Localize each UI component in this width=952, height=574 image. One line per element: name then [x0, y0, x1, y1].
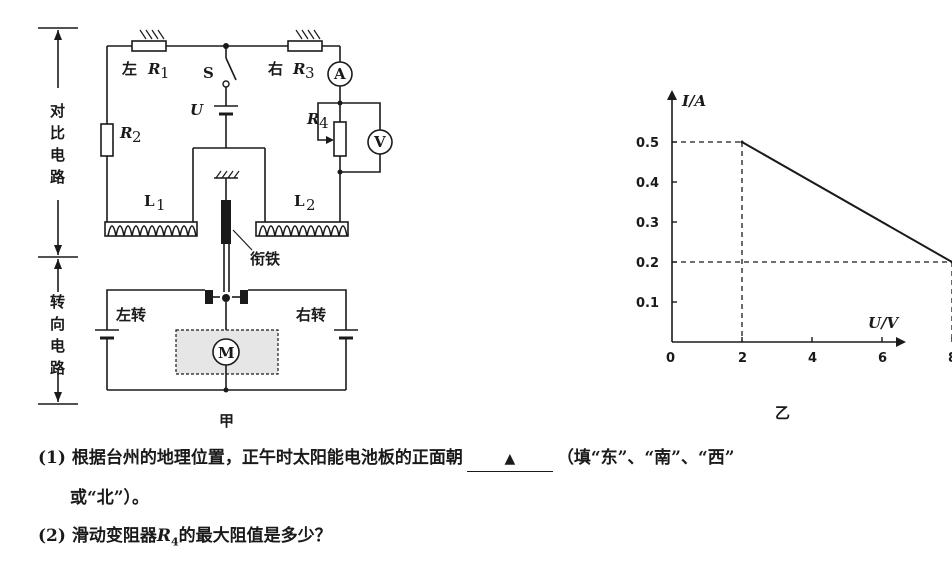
series-line	[741, 141, 952, 263]
photoresistor-r1	[131, 40, 167, 52]
label-r4-sub: 4	[319, 114, 329, 132]
contact-left	[205, 290, 213, 304]
q1-tail: （填“东”、“南”、“西”	[556, 448, 735, 468]
figure-area: 对 比 电 路 转 向 电 路 左 R 1 右 R 3	[38, 27, 952, 430]
q2-post: 的最大阻值是多少？	[178, 526, 332, 546]
y-axis-arrow-icon	[667, 90, 677, 100]
label-r3: R	[292, 60, 305, 78]
y-tick-label: 0.2	[636, 256, 659, 271]
y-axis-label: I/A	[681, 92, 706, 110]
label-r4: R	[306, 110, 319, 128]
label-r3-sub: 3	[305, 64, 315, 82]
x-tick-label: 8	[948, 351, 952, 366]
q1-number: (1)	[38, 448, 66, 468]
y-tick-label: 0.3	[636, 216, 659, 231]
contrast-circuit: 左 R 1 右 R 3 R 2 S U A	[100, 29, 393, 292]
side-bracket: 对 比 电 路 转 向 电 路	[38, 27, 78, 405]
iv-chart: I/A U/V 乙 0 2 4 6 8 0.1 0.2 0.3 0.4 0.5	[636, 90, 952, 422]
coil-l2	[255, 221, 349, 237]
label-motor: M	[218, 344, 235, 362]
label-armature: 衔铁	[250, 250, 280, 268]
resistor-r2	[100, 123, 114, 157]
side-top-char-1: 比	[50, 124, 65, 142]
q2-var: R	[156, 526, 171, 546]
side-bottom-char-0: 转	[50, 293, 65, 311]
question-2: (2) 滑动变阻器R4的最大阻值是多少？	[38, 524, 332, 554]
light-rays-icon	[295, 29, 321, 40]
rheostat-r4	[333, 121, 347, 157]
tick-label-origin: 0	[666, 351, 675, 366]
label-coil-l1-sub: 1	[156, 196, 166, 214]
q1-answer-blank[interactable]: ▲	[466, 446, 553, 472]
photoresistor-r3	[287, 40, 323, 52]
armature	[221, 200, 231, 244]
label-left-prefix: 左	[121, 60, 137, 78]
light-rays-icon	[139, 29, 165, 40]
data-point	[740, 140, 744, 144]
figure-label-yi: 乙	[775, 404, 790, 422]
y-tick-label: 0.4	[636, 176, 659, 191]
label-right-prefix: 右	[268, 60, 283, 78]
q1-continuation: 或“北”）。	[70, 488, 150, 508]
side-bottom-char-2: 电	[50, 337, 65, 355]
coil-l1	[104, 221, 198, 237]
x-axis-arrow-icon	[896, 337, 906, 347]
q2-number: (2)	[38, 526, 66, 546]
y-tick-label: 0.5	[636, 136, 659, 151]
label-ammeter: A	[333, 65, 346, 83]
switch-s	[222, 80, 230, 88]
y-tick-label: 0.1	[636, 296, 659, 311]
q2-pre: 滑动变阻器	[71, 526, 157, 546]
q2-var-sub: 4	[170, 535, 179, 549]
label-turn-right: 右转	[296, 306, 326, 324]
x-tick-label: 2	[738, 351, 747, 366]
label-turn-left: 左转	[115, 306, 146, 324]
label-coil-l1: L	[144, 192, 155, 210]
label-voltmeter: V	[373, 133, 386, 151]
x-tick-label: 4	[808, 351, 817, 366]
hinge-icon	[215, 170, 240, 179]
x-tick-label: 6	[878, 351, 887, 366]
side-top-char-0: 对	[50, 102, 65, 120]
question-1: (1) 根据台州的地理位置，正午时太阳能电池板的正面朝 ▲ （填“东”、“南”、“西…	[38, 446, 735, 472]
q1-blank-marker: ▲	[504, 451, 516, 467]
label-coil-l2: L	[294, 192, 305, 210]
x-axis-label: U/V	[868, 314, 900, 332]
label-r1-sub: 1	[160, 64, 170, 82]
side-top-char-3: 路	[50, 168, 66, 186]
q1-text: 根据台州的地理位置，正午时太阳能电池板的正面朝	[71, 448, 463, 468]
side-bottom-char-3: 路	[50, 359, 66, 377]
label-switch: S	[203, 64, 214, 82]
question-1-cont: 或“北”）。	[70, 486, 149, 510]
label-r1: R	[147, 60, 160, 78]
figure-label-jia: 甲	[219, 412, 234, 430]
turn-circuit: 左转 右转 M 甲	[95, 289, 358, 430]
label-r2: R	[119, 124, 132, 142]
contact-right	[240, 290, 248, 304]
side-bottom-char-1: 向	[50, 315, 65, 333]
side-top-char-2: 电	[50, 146, 65, 164]
label-coil-l2-sub: 2	[306, 196, 316, 214]
label-source: U	[190, 101, 204, 119]
label-r2-sub: 2	[132, 128, 142, 146]
